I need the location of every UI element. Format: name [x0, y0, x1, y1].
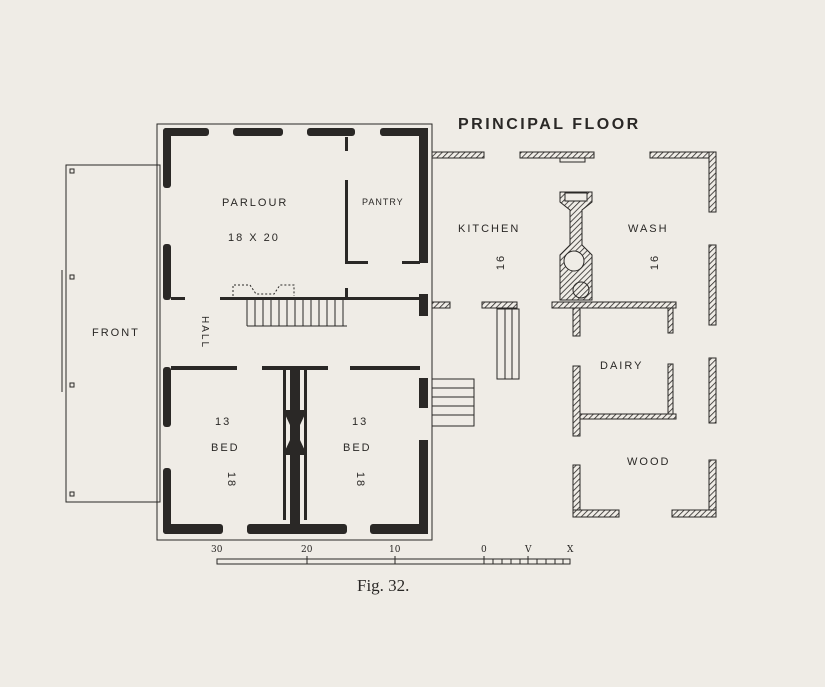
scale-label-0: 0 [481, 545, 487, 555]
parlour-size: 18 X 20 [228, 232, 280, 244]
bed-left-length: 18 [225, 471, 238, 489]
bed-left-width: 13 [215, 416, 232, 428]
kitchen-size: 16 [495, 253, 508, 271]
main-house-outline [156, 123, 433, 541]
hall-label: HALL [199, 315, 211, 350]
scale-label-v: V [525, 545, 532, 555]
main-house-walls [163, 128, 428, 534]
bed-left-label: BED [211, 442, 240, 454]
front-porch [65, 164, 161, 503]
scale-bar [216, 556, 571, 565]
parlour-label: PARLOUR [222, 197, 289, 209]
scale-label-30: 30 [211, 545, 223, 555]
dairy-label: DAIRY [600, 360, 644, 372]
wash-size: 16 [649, 253, 662, 271]
back-steps [431, 308, 520, 427]
bed-right-width: 13 [352, 416, 369, 428]
front-label: FRONT [92, 327, 140, 339]
bed-right-length: 18 [354, 471, 367, 489]
wash-label: WASH [628, 223, 669, 235]
kitchen-label: KITCHEN [458, 223, 521, 235]
hall-stairs [232, 284, 347, 327]
scale-label-20: 20 [301, 545, 313, 555]
plan-title: PRINCIPAL FLOOR [458, 116, 641, 133]
figure-caption: Fig. 32. [357, 576, 410, 595]
kitchen-wing-walls [431, 151, 717, 518]
wood-label: WOOD [627, 456, 671, 468]
pantry-label: PANTRY [362, 197, 404, 207]
scale-label-x: X [567, 545, 574, 555]
scale-label-10: 10 [389, 545, 401, 555]
bed-right-label: BED [343, 442, 372, 454]
